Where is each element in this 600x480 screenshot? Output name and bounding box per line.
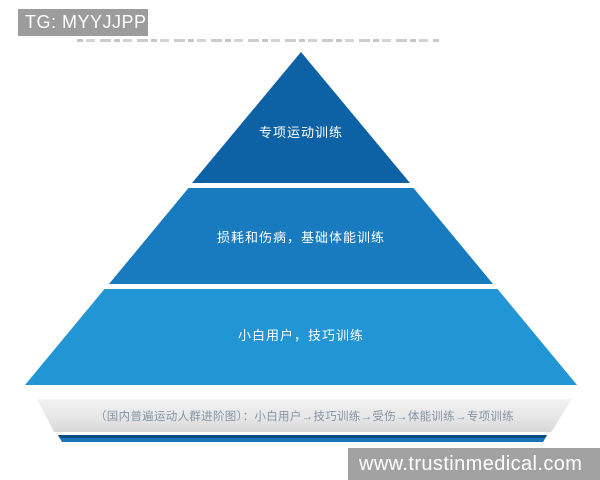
watermark-bar: www.trustinmedical.com [348, 448, 600, 480]
blurred-caption-line [77, 39, 439, 42]
pyramid-base-strip [58, 435, 547, 442]
pyramid-base-band: （国内普遍运动人群进阶图）：小白用户→技巧训练→受伤→体能训练→专项训练 [37, 399, 572, 432]
tg-watermark-banner: TG: MYYJJPP [18, 9, 148, 36]
base-caption: （国内普遍运动人群进阶图）：小白用户→技巧训练→受伤→体能训练→专项训练 [94, 410, 515, 423]
pyramid-tier-top: 专项运动训练 [192, 52, 410, 183]
tier-bottom-label: 小白用户，技巧训练 [237, 327, 364, 343]
tier-top-label: 专项运动训练 [258, 125, 343, 140]
watermark-url: www.trustinmedical.com [359, 453, 583, 475]
pyramid-tier-bottom: 小白用户，技巧训练 [25, 289, 577, 385]
pyramid-tier-middle: 损耗和伤病，基础体能训练 [109, 188, 493, 284]
tier-middle-label: 损耗和伤病，基础体能训练 [216, 229, 385, 245]
